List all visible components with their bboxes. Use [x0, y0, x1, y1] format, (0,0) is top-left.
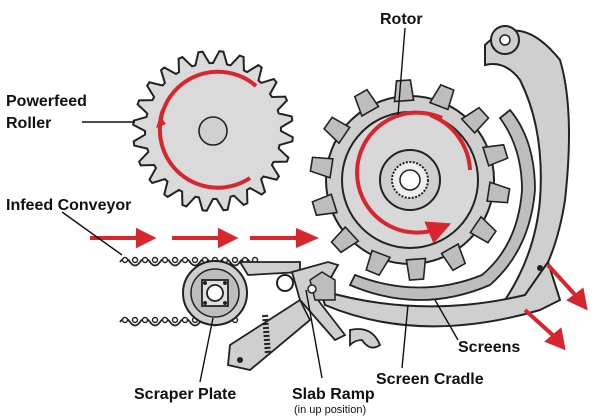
chain-link — [181, 316, 189, 324]
rotor-tooth — [440, 242, 467, 272]
label-slab-ramp-note: (in up position) — [294, 404, 366, 416]
rotor-tooth — [486, 181, 511, 204]
outfeed-arrows — [523, 263, 588, 351]
chain-link — [131, 316, 139, 324]
label-powerfeed-line1: Powerfeed — [6, 93, 87, 110]
label-slab-ramp: Slab Ramp — [292, 386, 375, 403]
rotor-tooth — [469, 215, 497, 244]
chain-link — [171, 256, 179, 264]
label-powerfeed-line2: Roller — [6, 115, 51, 132]
label-screen-cradle: Screen Cradle — [376, 371, 484, 388]
label-infeed-conveyor: Infeed Conveyor — [6, 197, 131, 214]
rotor-tooth — [405, 257, 427, 281]
rotor-tooth — [428, 83, 455, 111]
chain-link — [181, 256, 189, 264]
conveyor-sprocket — [182, 260, 248, 326]
slab-ramp — [290, 261, 382, 349]
rotor-tooth — [323, 116, 351, 145]
chain-link — [171, 316, 179, 324]
chain-link — [131, 256, 139, 264]
chain-link — [151, 256, 159, 264]
rotor-tooth — [460, 106, 490, 135]
chain-link — [151, 316, 159, 324]
label-rotor: Rotor — [380, 11, 423, 28]
rotor-tooth — [353, 88, 380, 118]
rotor — [309, 79, 511, 281]
screens — [348, 108, 536, 301]
screen-cradle-frame — [318, 25, 570, 328]
rotor-rotation-arrow — [355, 110, 452, 244]
chain-link — [231, 256, 239, 264]
rotor-tooth — [365, 249, 392, 277]
chain-link — [121, 316, 129, 324]
rotor-tooth — [311, 193, 339, 217]
rotor-tooth — [309, 156, 334, 179]
chain-link — [121, 256, 129, 264]
chain-link — [191, 256, 199, 264]
chain-link — [141, 256, 149, 264]
infeed-arrows — [90, 227, 319, 249]
rotor-tooth — [330, 225, 360, 254]
label-scraper-plate: Scraper Plate — [134, 386, 236, 403]
rotor-tooth — [481, 143, 509, 167]
chain-link — [141, 316, 149, 324]
chain-link — [161, 316, 169, 324]
chain-link — [161, 256, 169, 264]
rotor-tooth — [393, 79, 415, 103]
leader-lines — [61, 27, 459, 383]
label-screens: Screens — [458, 339, 520, 356]
